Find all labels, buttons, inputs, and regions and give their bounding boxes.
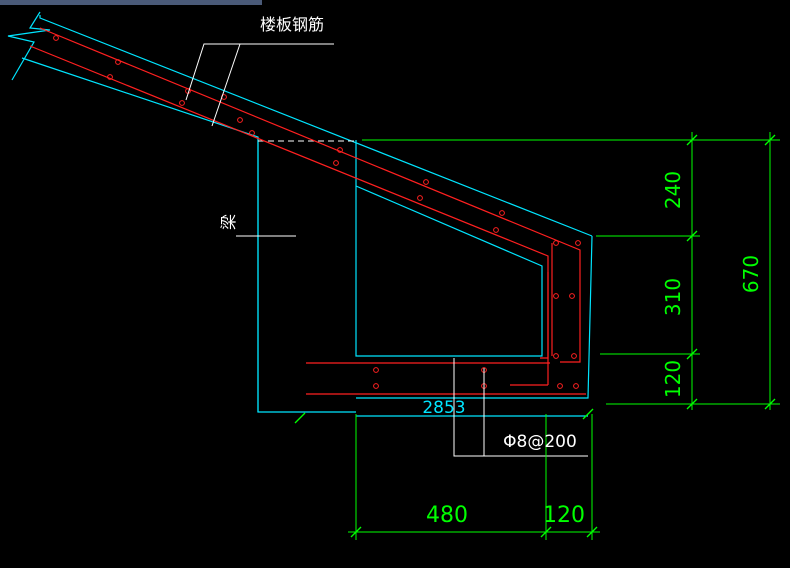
dimension-tick (764, 134, 776, 146)
rebar-dot (337, 147, 343, 153)
dimension-tick (586, 526, 598, 538)
rebar-dot (553, 353, 559, 359)
stirrup-spec-label: Φ8@200 (503, 432, 577, 452)
rebar-dot (571, 353, 577, 359)
dimension-lines (348, 132, 780, 540)
rebar-dot (573, 383, 579, 389)
rebar-dot (569, 293, 575, 299)
rebar-dot (575, 240, 581, 246)
dimension-tick (540, 526, 552, 538)
rebar-dot (373, 383, 379, 389)
dim-480: 480 (426, 503, 468, 528)
dimension-tick (686, 134, 698, 146)
slab-break-symbol (7, 11, 51, 81)
rebar-dot (423, 179, 429, 185)
dimension-tick (294, 412, 306, 424)
rebar-section-dots (53, 35, 581, 389)
dimension-tick (686, 348, 698, 360)
rebar-dot (417, 195, 423, 201)
rebar-group (29, 27, 586, 395)
dimension-tick (764, 398, 776, 410)
beam-inner-opening (355, 185, 543, 357)
rebar-dot (237, 117, 243, 123)
concrete-outline (7, 11, 593, 417)
stirrup-leader (453, 358, 588, 457)
rebar-dot (333, 160, 339, 166)
rebar-top-bent (39, 27, 581, 363)
rebar-dot (53, 35, 59, 41)
rebar-dot (115, 59, 121, 65)
slab-rebar-leader-2 (211, 43, 241, 127)
rebar-dot (557, 383, 563, 389)
slab-rebar-leader (185, 43, 334, 101)
leader-lines (185, 43, 588, 457)
dim-120-vertical: 120 (661, 360, 685, 398)
dim-120-horizontal: 120 (543, 503, 585, 528)
rebar-dot (249, 130, 255, 136)
dimension-tick (350, 526, 362, 538)
rebar-dot (373, 367, 379, 373)
dimension-ticks (294, 134, 776, 538)
rebar-dot (493, 227, 499, 233)
rebar-dot (179, 100, 185, 106)
dim-670: 670 (739, 255, 763, 293)
beam-label: 梁 (219, 214, 238, 230)
rebar-dot (499, 210, 505, 216)
dimension-tick (686, 398, 698, 410)
rebar-dot (553, 240, 559, 246)
viewport-tab-strip[interactable] (0, 0, 262, 5)
dimension-tick (686, 230, 698, 242)
dimension-tick (582, 408, 594, 420)
beam-right-outline (356, 235, 593, 399)
slab-rebar-label: 楼板钢筋 (260, 15, 324, 34)
slab-top-edge (39, 15, 593, 237)
dim-310: 310 (661, 278, 685, 316)
rebar-dot (553, 293, 559, 299)
elevation-value: 2853 (422, 398, 465, 418)
rebar-dot (107, 74, 113, 80)
dim-240: 240 (661, 171, 685, 209)
